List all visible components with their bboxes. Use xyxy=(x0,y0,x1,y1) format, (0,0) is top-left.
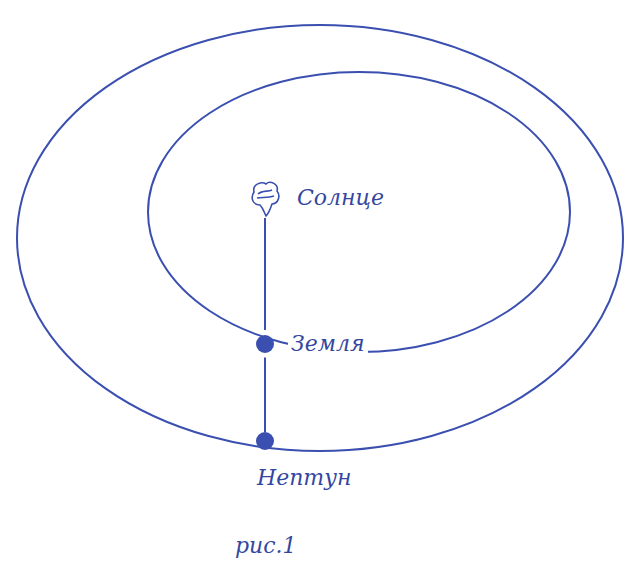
planet-dot xyxy=(254,333,276,355)
connector-line xyxy=(264,358,266,433)
planet-dot xyxy=(254,432,276,450)
planet-label: Нептун xyxy=(254,464,355,492)
figure-caption: рис.1 xyxy=(232,532,300,560)
planet-label: Земля xyxy=(288,330,368,358)
sun-blob xyxy=(248,178,282,218)
planet-label: Солнце xyxy=(294,184,387,212)
inner-orbit xyxy=(148,72,570,352)
outer-orbit xyxy=(17,25,623,451)
connector-line xyxy=(264,218,266,330)
sun-node: Солнце xyxy=(248,178,387,218)
earth-node: Земля xyxy=(254,330,368,358)
neptune-node: Нептун xyxy=(254,432,355,492)
